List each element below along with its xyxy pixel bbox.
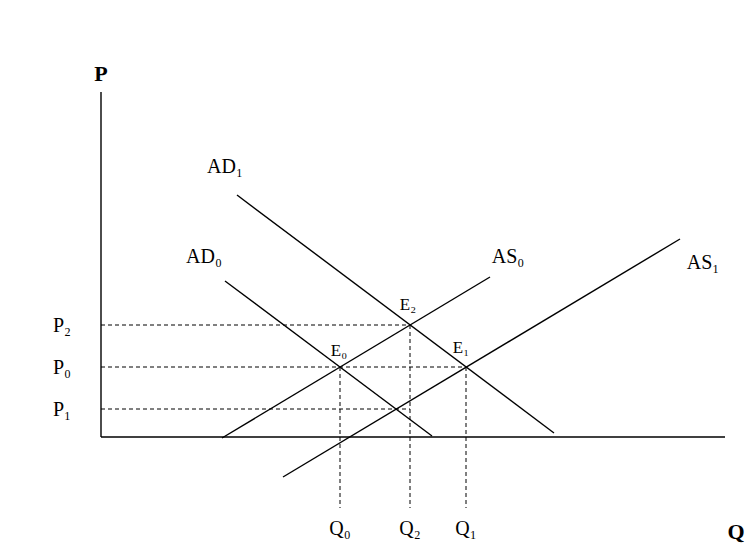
demand-curve bbox=[237, 195, 554, 433]
guide-line bbox=[101, 325, 410, 326]
guide-line bbox=[340, 367, 341, 508]
quantity-label: Q₁ bbox=[453, 517, 478, 539]
price-axis bbox=[100, 92, 101, 437]
guide-line bbox=[101, 409, 410, 410]
guide-line bbox=[410, 325, 411, 508]
axis-label: P bbox=[92, 62, 109, 86]
price-label: P₂ bbox=[51, 314, 73, 336]
curve-label: AD₀ bbox=[184, 245, 224, 267]
equilibrium-label: E₀ bbox=[329, 341, 349, 360]
supply-curve bbox=[222, 277, 490, 438]
guide-line bbox=[101, 367, 466, 368]
quantity-label: Q₂ bbox=[397, 517, 422, 539]
supply-curve bbox=[283, 239, 680, 477]
quantity-axis bbox=[101, 436, 725, 437]
price-label: P₀ bbox=[51, 356, 73, 378]
equilibrium-label: E₁ bbox=[451, 338, 471, 357]
quantity-label: Q₀ bbox=[327, 517, 352, 539]
axis-label: Q bbox=[725, 520, 746, 544]
demand-curve bbox=[225, 281, 432, 436]
equilibrium-label: E₂ bbox=[398, 295, 418, 314]
curve-label: AS₁ bbox=[685, 251, 722, 273]
curve-label: AS₀ bbox=[490, 245, 527, 267]
guide-line bbox=[466, 367, 467, 508]
curve-label: AD₁ bbox=[205, 155, 245, 177]
price-label: P₁ bbox=[51, 398, 73, 420]
